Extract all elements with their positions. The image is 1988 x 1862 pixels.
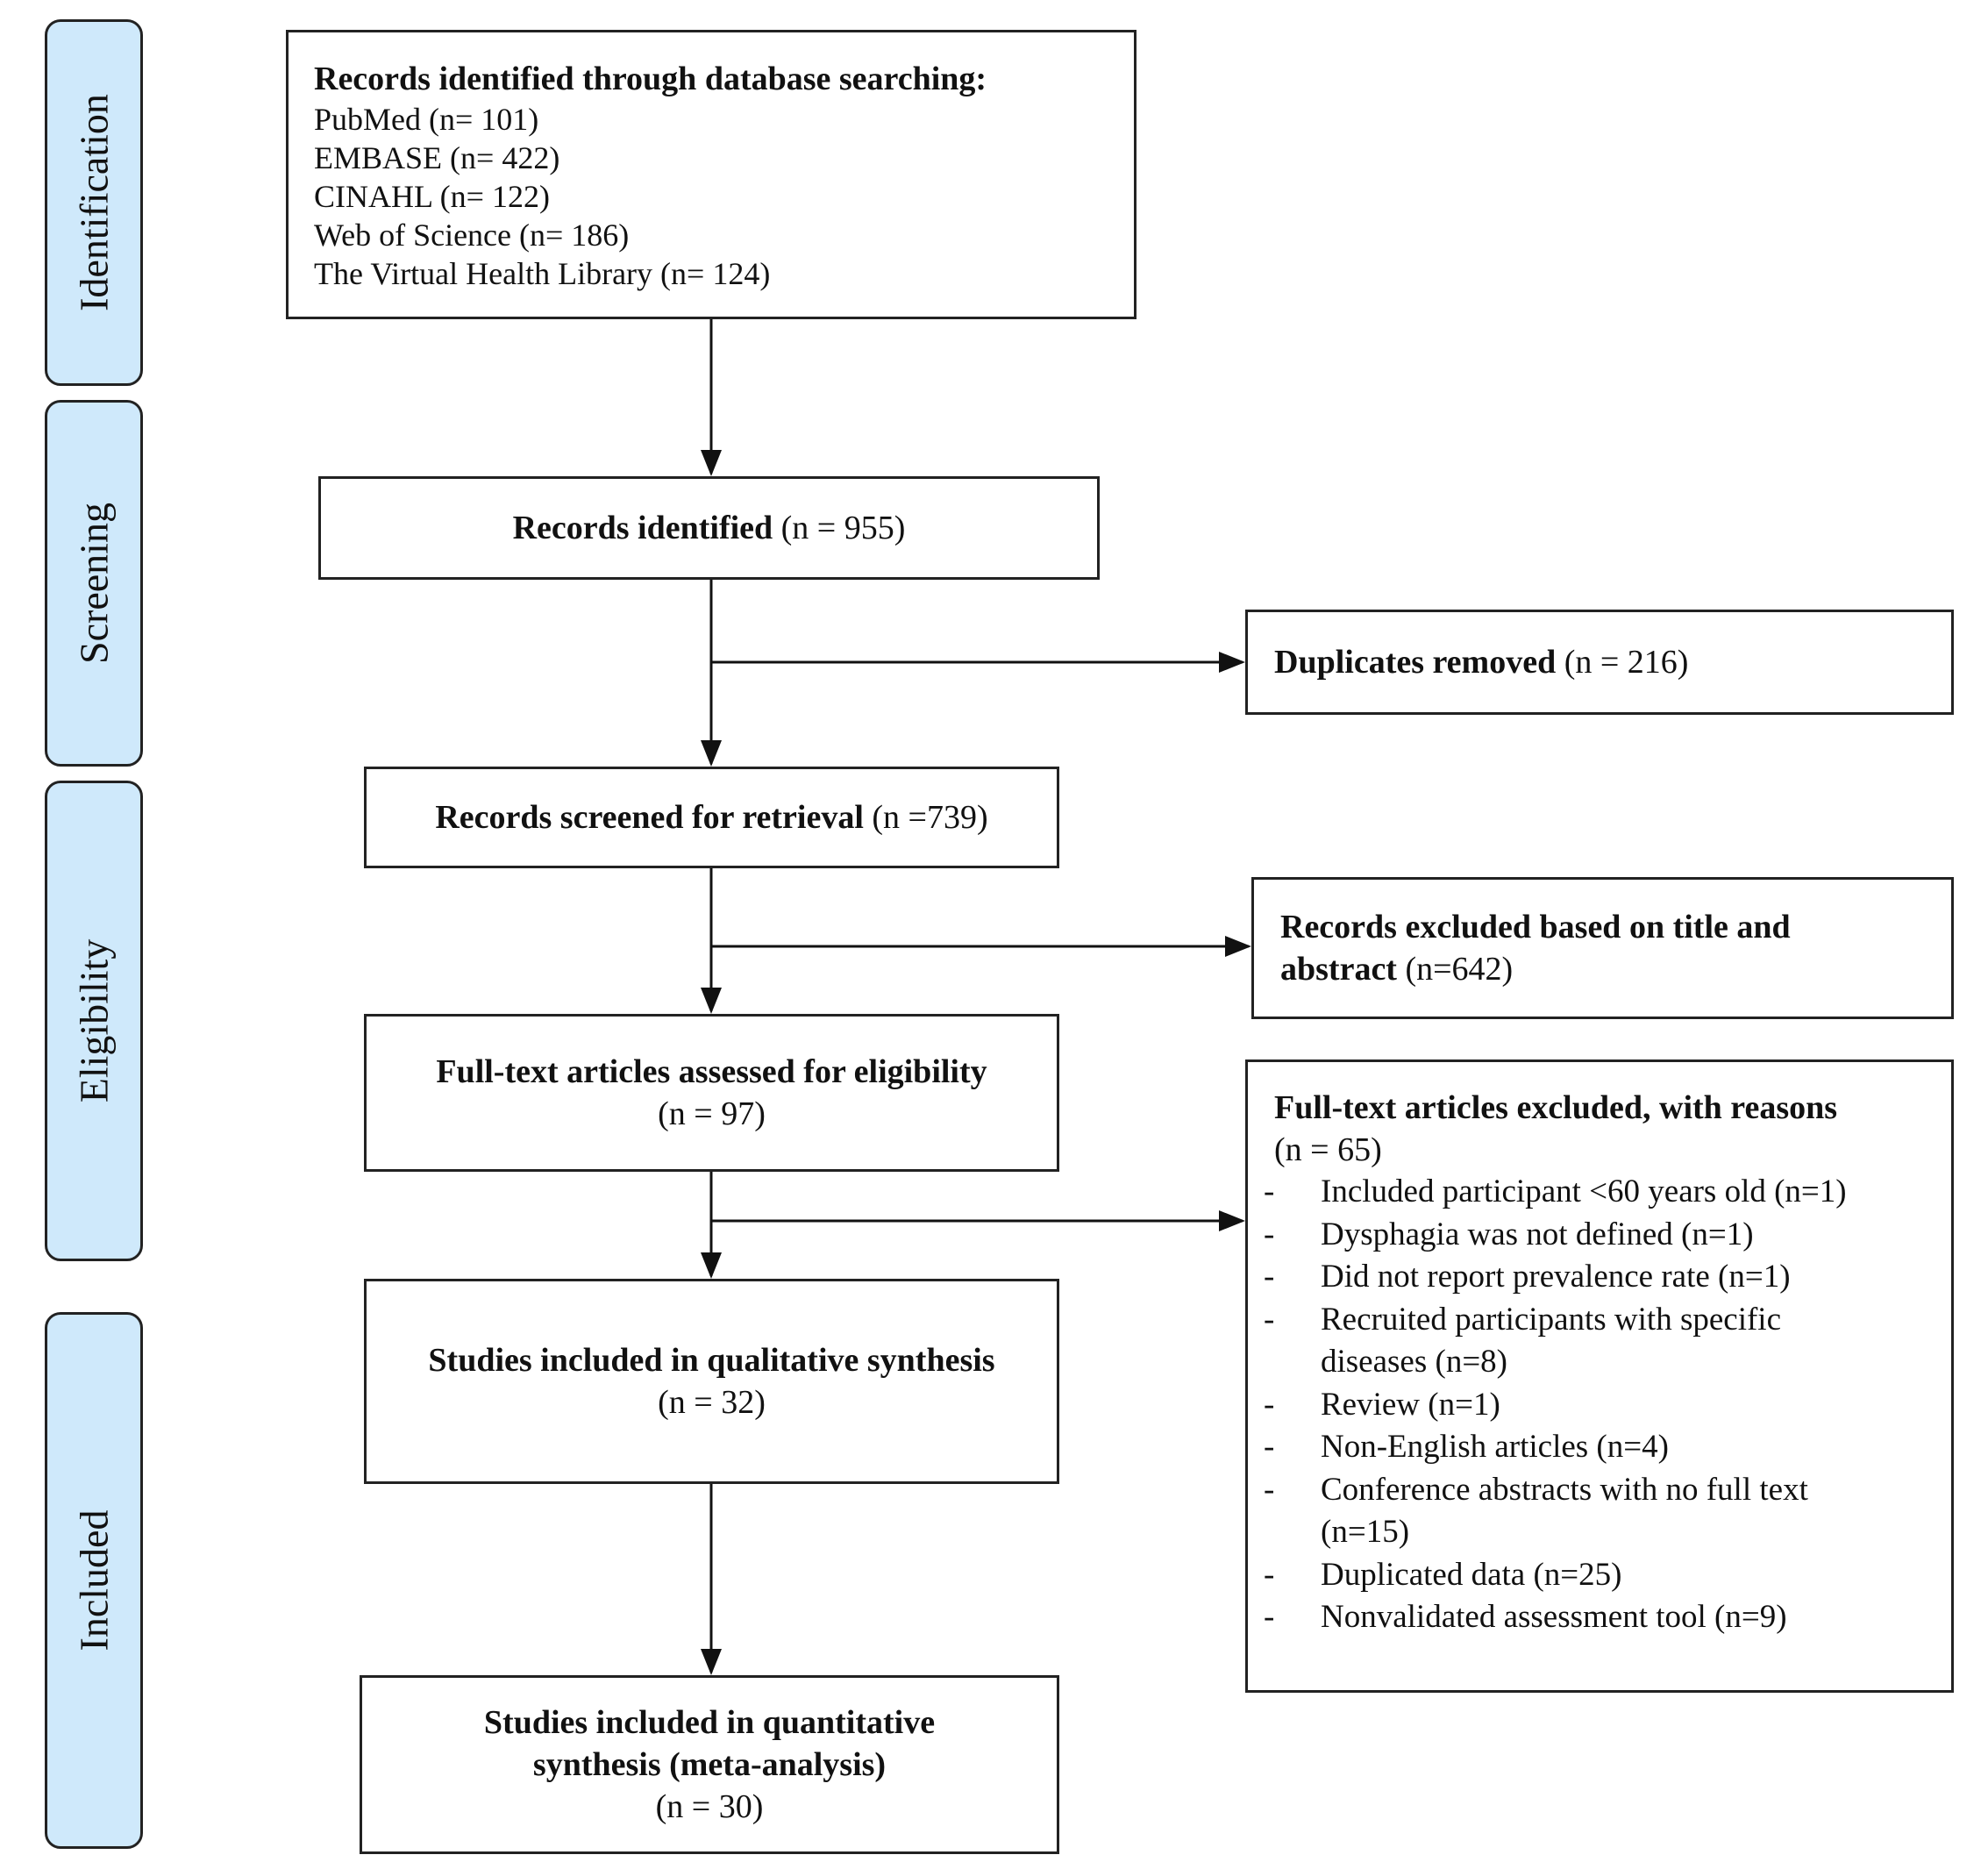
- records-excluded-count: (n=642): [1405, 951, 1514, 988]
- bullet-dash: -: [1264, 1429, 1275, 1465]
- fulltext-assessed-label: Full-text articles assessed for eligibil…: [436, 1053, 987, 1090]
- exclusion-reason-item: - Review (n=1): [1248, 1384, 1951, 1427]
- records-identified-label: Records identified: [512, 510, 773, 546]
- records-screened-count: (n =739): [872, 799, 988, 836]
- records-excluded-box: Records excluded based on title and abst…: [1251, 877, 1954, 1019]
- exclusion-reason-text: Conference abstracts with no full text: [1321, 1471, 1808, 1508]
- duplicates-removed-label: Duplicates removed: [1274, 644, 1557, 681]
- bullet-dash: -: [1264, 1386, 1275, 1423]
- records-identified-count: (n = 955): [780, 510, 906, 546]
- exclusion-reason-text: Recruited participants with specific: [1321, 1301, 1782, 1338]
- quantitative-synthesis-box: Studies included in quantitative synthes…: [360, 1675, 1059, 1854]
- qualitative-synthesis-count: (n = 32): [658, 1384, 766, 1421]
- bullet-dash: -: [1264, 1471, 1275, 1508]
- phase-screening: Screening: [45, 400, 143, 767]
- exclusion-reason-item: - Included participant <60 years old (n=1…: [1248, 1171, 1951, 1214]
- exclusion-reason-text: Duplicated data (n=25): [1321, 1556, 1622, 1593]
- exclusion-reason-text: Included participant <60 years old (n=1): [1321, 1174, 1847, 1209]
- exclusion-reason-text: Review (n=1): [1321, 1386, 1500, 1423]
- exclusion-reason-text: Nonvalidated assessment tool (n=9): [1321, 1599, 1787, 1635]
- source-line: The Virtual Health Library (n= 124): [314, 256, 771, 291]
- phase-eligibility: Eligibility: [45, 781, 143, 1261]
- source-line: EMBASE (n= 422): [314, 140, 560, 175]
- exclusion-reason-item: - Nonvalidated assessment tool (n=9): [1248, 1596, 1951, 1639]
- exclusion-reason-text: Non-English articles (n=4): [1321, 1429, 1669, 1465]
- fulltext-excluded-heading: Full-text articles excluded, with reason…: [1274, 1089, 1838, 1126]
- exclusion-reason-item: - Conference abstracts with no full text: [1248, 1469, 1951, 1512]
- records-screened-box: Records screened for retrieval (n =739): [364, 767, 1059, 868]
- exclusion-reason-item: (n=15): [1248, 1511, 1951, 1554]
- database-sources-heading: Records identified through database sear…: [314, 61, 987, 97]
- phase-included: Included: [45, 1312, 143, 1849]
- exclusion-reason-item: - Duplicated data (n=25): [1248, 1554, 1951, 1597]
- fulltext-excluded-box: Full-text articles excluded, with reason…: [1245, 1059, 1954, 1693]
- quantitative-synthesis-count: (n = 30): [655, 1788, 764, 1825]
- records-excluded-label-line2: abstract: [1280, 951, 1397, 988]
- exclusion-reason-text: Did not report prevalence rate (n=1): [1321, 1259, 1791, 1295]
- bullet-dash: -: [1264, 1556, 1275, 1593]
- source-line: Web of Science (n= 186): [314, 218, 630, 253]
- records-excluded-label-line1: Records excluded based on title and: [1280, 909, 1791, 945]
- bullet-dash: -: [1264, 1599, 1275, 1635]
- bullet-dash: -: [1264, 1259, 1275, 1295]
- exclusion-reasons-list: - Included participant <60 years old (n=1…: [1248, 1171, 1951, 1639]
- qualitative-synthesis-label: Studies included in qualitative synthesi…: [428, 1342, 995, 1379]
- bullet-dash: -: [1264, 1216, 1275, 1252]
- source-line: CINAHL (n= 122): [314, 179, 550, 214]
- bullet-dash: -: [1264, 1174, 1275, 1209]
- records-screened-label: Records screened for retrieval: [435, 799, 864, 836]
- exclusion-reason-text: diseases (n=8): [1321, 1344, 1508, 1380]
- exclusion-reason-item: - Did not report prevalence rate (n=1): [1248, 1256, 1951, 1299]
- quantitative-synthesis-label-line1: Studies included in quantitative: [483, 1704, 936, 1741]
- fulltext-assessed-box: Full-text articles assessed for eligibil…: [364, 1014, 1059, 1172]
- qualitative-synthesis-box: Studies included in qualitative synthesi…: [364, 1279, 1059, 1484]
- exclusion-reason-text: (n=15): [1321, 1514, 1410, 1550]
- phase-identification: Identification: [45, 19, 143, 386]
- source-line: PubMed (n= 101): [314, 102, 539, 137]
- exclusion-reason-item: - Non-English articles (n=4): [1248, 1426, 1951, 1469]
- duplicates-removed-count: (n = 216): [1564, 644, 1689, 681]
- database-sources-box: Records identified through database sear…: [286, 30, 1137, 319]
- records-identified-box: Records identified (n = 955): [318, 476, 1100, 580]
- fulltext-excluded-count: (n = 65): [1274, 1131, 1382, 1168]
- exclusion-reason-item: - Recruited participants with specific: [1248, 1299, 1951, 1342]
- fulltext-assessed-count: (n = 97): [658, 1095, 766, 1132]
- exclusion-reason-item: - Dysphagia was not defined (n=1): [1248, 1214, 1951, 1257]
- bullet-dash: -: [1264, 1301, 1275, 1338]
- duplicates-removed-box: Duplicates removed (n = 216): [1245, 610, 1954, 715]
- exclusion-reason-item: diseases (n=8): [1248, 1341, 1951, 1384]
- quantitative-synthesis-label-line2: synthesis (meta-analysis): [532, 1746, 887, 1783]
- exclusion-reason-text: Dysphagia was not defined (n=1): [1321, 1216, 1754, 1252]
